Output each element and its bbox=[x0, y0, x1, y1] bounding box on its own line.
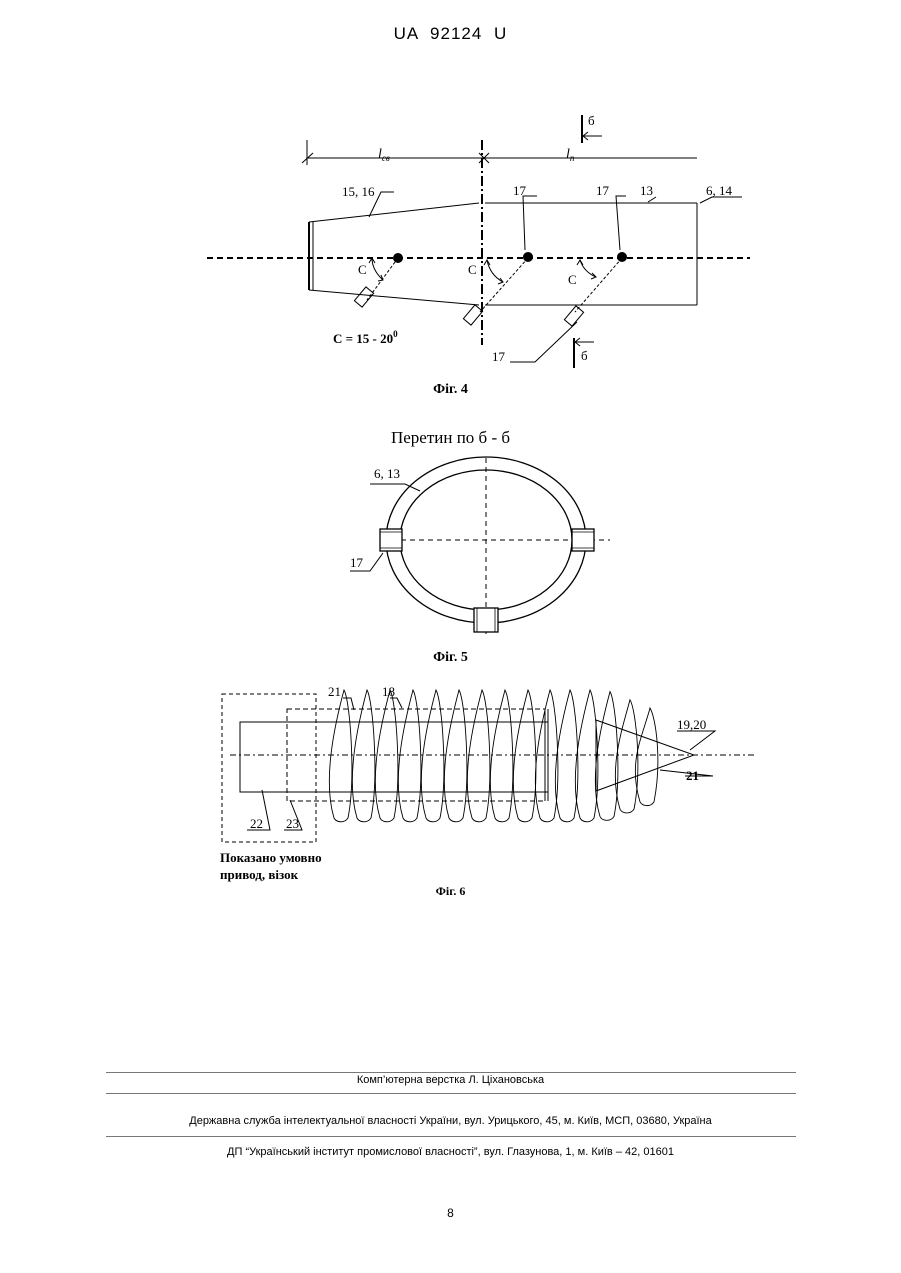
spiral-coil bbox=[375, 690, 398, 822]
label-15-16: 15, 16 bbox=[342, 184, 375, 199]
figure-5-caption: Фіг. 5 bbox=[0, 650, 901, 666]
label-17-c: 17 bbox=[492, 349, 506, 364]
label-17-fig5: 17 bbox=[350, 555, 364, 570]
footer-rule-3 bbox=[106, 1136, 796, 1137]
spiral-coil bbox=[467, 690, 490, 822]
spiral-coil bbox=[635, 708, 658, 806]
spiral-coil bbox=[490, 690, 513, 822]
angle-label-3: С bbox=[568, 272, 577, 287]
label-22: 22 bbox=[250, 816, 263, 831]
dim-label-lsv: lсв bbox=[378, 147, 390, 163]
dim-label-lp: lп bbox=[566, 147, 575, 163]
figure-6-caption: Фіг. 6 bbox=[0, 884, 901, 899]
label-23: 23 bbox=[286, 816, 299, 831]
label-13: 13 bbox=[640, 183, 653, 198]
spiral-coil bbox=[555, 690, 578, 822]
footer-rule-1 bbox=[106, 1072, 796, 1073]
footer-rule-2 bbox=[106, 1093, 796, 1094]
label-18: 18 bbox=[382, 684, 395, 699]
label-21-cone: 21 bbox=[686, 768, 699, 783]
footer-institute-address: ДП “Український інститут промислової вла… bbox=[0, 1146, 901, 1158]
angle-label-1: С bbox=[358, 262, 367, 277]
spiral-coil bbox=[575, 690, 598, 822]
spiral-coil bbox=[329, 690, 352, 822]
drive-note-line1: Показано умовно bbox=[220, 850, 322, 865]
drive-note-line2: привод, візок bbox=[220, 867, 299, 882]
label-19-20: 19,20 bbox=[677, 717, 706, 732]
footer-agency-address: Державна служба інтелектуальної власност… bbox=[0, 1115, 901, 1127]
spiral-coil bbox=[398, 690, 421, 822]
page-number: 8 bbox=[0, 1206, 901, 1220]
label-6-13: 6, 13 bbox=[374, 466, 400, 481]
label-6-14: 6, 14 bbox=[706, 183, 733, 198]
angle-formula: С = 15 - 200 bbox=[333, 329, 398, 346]
angle-label-2: С bbox=[468, 262, 477, 277]
spiral-coil bbox=[444, 690, 467, 822]
spiral-coil bbox=[352, 690, 375, 822]
label-17-a: 17 bbox=[513, 183, 527, 198]
spiral-coil bbox=[421, 690, 444, 822]
figure-5-title: Перетин по б - б bbox=[0, 428, 901, 448]
label-21-top: 21 bbox=[328, 684, 341, 699]
spiral-coil bbox=[535, 690, 558, 822]
section-mark-bottom: б bbox=[581, 348, 588, 363]
spiral-coil bbox=[615, 700, 638, 813]
footer-layout-credit: Комп’ютерна верстка Л. Ціхановська bbox=[0, 1074, 901, 1086]
section-mark-top: б bbox=[588, 113, 595, 128]
label-17-b: 17 bbox=[596, 183, 610, 198]
figure-4-caption: Фіг. 4 bbox=[0, 382, 901, 398]
spiral-coil bbox=[513, 690, 536, 822]
spiral-coil bbox=[595, 692, 618, 821]
